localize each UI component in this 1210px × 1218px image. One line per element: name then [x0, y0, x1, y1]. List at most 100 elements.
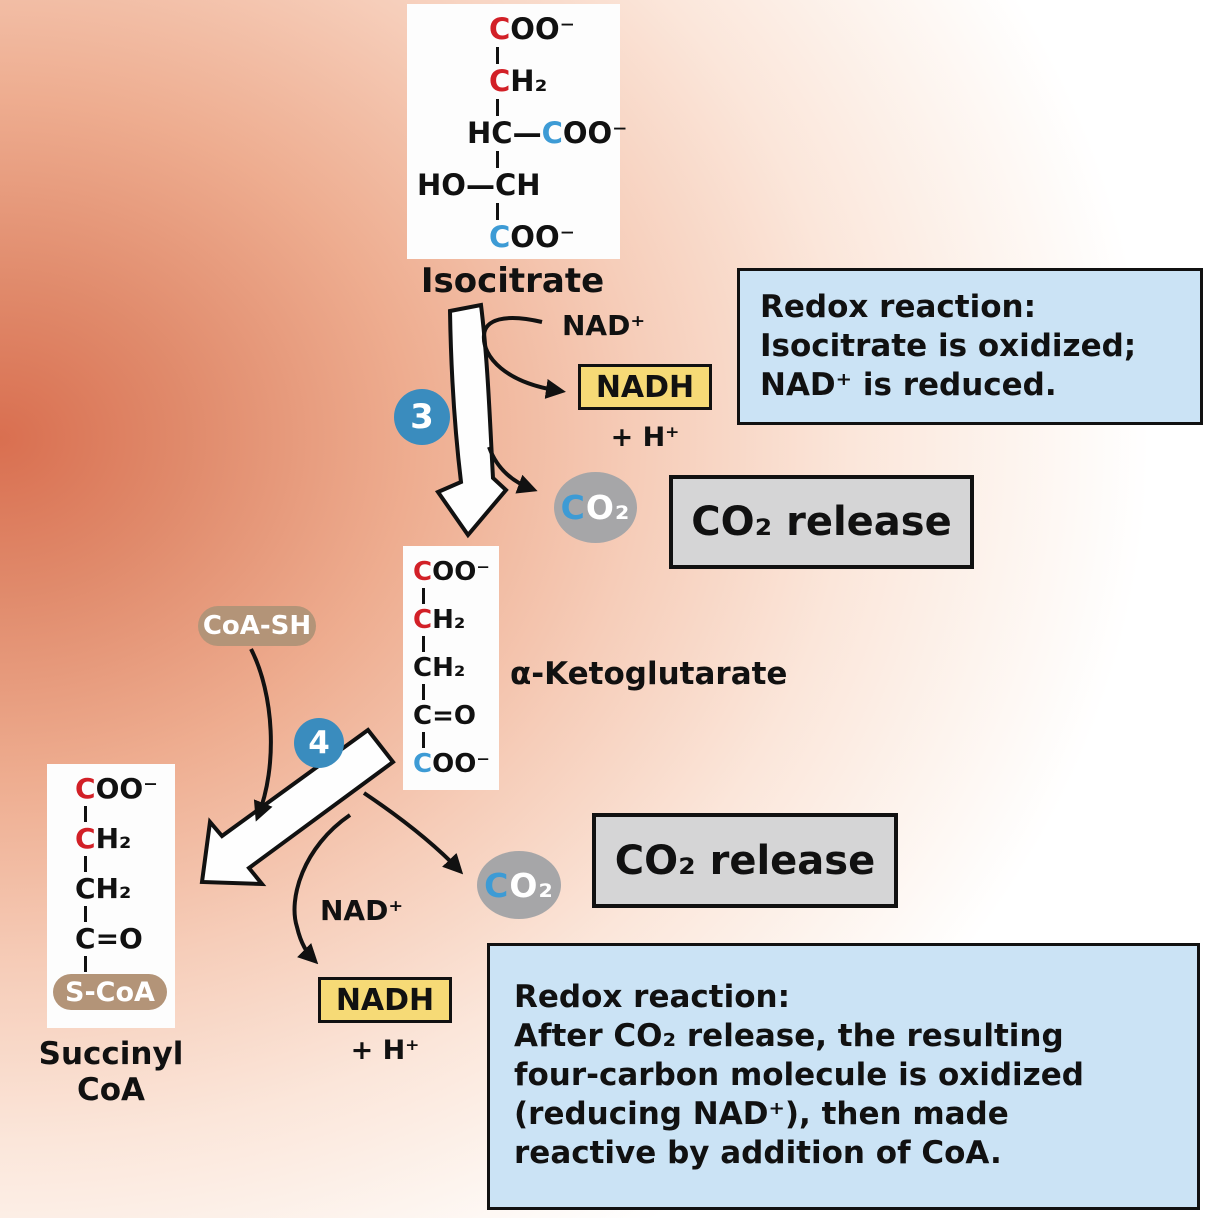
atom-text: C — [413, 701, 433, 731]
succinyl-coa-label: Succinyl CoA — [20, 1036, 202, 1108]
bond-line — [496, 203, 499, 220]
bond-line — [422, 636, 425, 652]
nadh-box-step3: NADH — [578, 364, 712, 410]
bond-line — [84, 806, 87, 822]
reaction-arrow-step4 — [199, 727, 396, 887]
atom-text: HC — [467, 116, 513, 150]
coa-sh-pill: CoA-SH — [198, 606, 316, 646]
redox-note-line: NAD⁺ is reduced. — [760, 367, 1057, 403]
atom-text: H₂ — [510, 64, 548, 98]
redox-note-line: (reducing NAD⁺), then made — [514, 1096, 1009, 1132]
atom-text: C — [75, 772, 96, 805]
alpha-ketoglutarate-label: α-Ketoglutarate — [510, 656, 788, 692]
atom-text: C — [75, 822, 96, 855]
redox-note-step4: Redox reaction: After CO₂ release, the r… — [487, 943, 1200, 1210]
atom-text: — — [465, 168, 495, 202]
atom-text: = — [95, 922, 120, 955]
bond-line — [84, 856, 87, 872]
step-3-badge: 3 — [394, 389, 450, 445]
bond-line — [496, 99, 499, 116]
molecule-row: CH₂ — [75, 872, 175, 905]
co2-oxygen: O₂ — [585, 488, 631, 527]
step-4-badge: 4 — [294, 718, 344, 768]
bond-line — [84, 956, 87, 972]
succinyl-coa-label-line1: Succinyl — [38, 1036, 184, 1072]
atom-text: C — [541, 116, 563, 150]
bond-line — [496, 47, 499, 64]
redox-note-line: four-carbon molecule is oxidized — [514, 1057, 1084, 1093]
reaction-arrow-step3 — [434, 302, 509, 539]
coa-sh-arrow-step4 — [249, 648, 273, 822]
nad-plus-label-step3: NAD⁺ — [562, 309, 646, 342]
atom-text: OO⁻ — [95, 772, 158, 805]
molecule-row: C=O — [75, 922, 175, 955]
bond-line — [422, 732, 425, 748]
co2-arrow-step4 — [362, 791, 464, 875]
co2-arrow-step3 — [487, 446, 538, 494]
molecule-row: COO⁻ — [413, 750, 499, 778]
atom-text: C — [489, 220, 511, 254]
redox-note-line: reactive by addition of CoA. — [514, 1135, 1002, 1171]
molecule-row: HO—CH — [417, 168, 620, 202]
atom-text: H₂ — [432, 605, 466, 635]
co2-carbon: C — [484, 865, 510, 905]
atom-text: H₂ — [95, 822, 132, 855]
atom-text: C — [489, 12, 511, 46]
atom-text: CH₂ — [75, 872, 132, 905]
redox-note-line: Isocitrate is oxidized; — [760, 328, 1137, 364]
atom-text: C — [413, 605, 433, 635]
nad-to-nadh-arrow-step3 — [481, 316, 566, 399]
redox-note-line: After CO₂ release, the resulting — [514, 1018, 1064, 1054]
redox-note-line: Redox reaction: — [760, 289, 1036, 325]
atom-text: OO⁻ — [432, 749, 491, 779]
molecule-row: CH₂ — [75, 822, 175, 855]
atom-text: O — [119, 922, 143, 955]
atom-text: O — [453, 701, 476, 731]
redox-note-step3: Redox reaction: Isocitrate is oxidized; … — [737, 268, 1203, 425]
atom-text: HO — [417, 168, 466, 202]
molecule-row: HC—COO⁻ — [467, 116, 627, 150]
atom-text: C — [489, 64, 511, 98]
atom-text: CH₂ — [413, 653, 466, 683]
atom-text: C — [75, 922, 96, 955]
bond-line — [84, 906, 87, 922]
molecule-row: CH₂ — [413, 606, 499, 634]
redox-note-line: Redox reaction: — [514, 979, 790, 1015]
nad-plus-label-step4: NAD⁺ — [320, 894, 404, 927]
molecule-row: COO⁻ — [489, 220, 620, 254]
co2-release-box-step4: CO₂ release — [592, 813, 898, 908]
nad-to-nadh-arrow-step4 — [292, 813, 352, 965]
bond-line — [496, 151, 499, 168]
atom-text: — — [512, 116, 542, 150]
nadh-box-step4: NADH — [318, 977, 452, 1023]
atom-text: CH — [494, 168, 541, 202]
molecule-row: CH₂ — [489, 64, 620, 98]
co2-release-box-step3: CO₂ release — [669, 475, 974, 569]
h-plus-label-step4: + H⁺ — [350, 1035, 420, 1066]
atom-text: = — [432, 701, 454, 731]
co2-carbon: C — [560, 488, 586, 527]
atom-text: S-CoA — [65, 976, 155, 1008]
bond-line — [422, 588, 425, 604]
molecule-row: C=O — [413, 702, 499, 730]
atom-text: OO⁻ — [510, 220, 575, 254]
h-plus-label-step3: + H⁺ — [610, 422, 680, 453]
molecule-row: COO⁻ — [75, 772, 175, 805]
atom-text: OO⁻ — [562, 116, 628, 150]
molecule-row: CH₂ — [413, 654, 499, 682]
atom-text: C — [413, 557, 433, 587]
s-coa-group-pill: S-CoA — [53, 974, 167, 1010]
molecule-row: COO⁻ — [489, 12, 620, 46]
bond-line — [422, 684, 425, 700]
isocitrate-label: Isocitrate — [420, 261, 605, 301]
atom-text: C — [413, 749, 433, 779]
co2-oxygen: O₂ — [509, 865, 554, 905]
atom-text: OO⁻ — [432, 557, 491, 587]
